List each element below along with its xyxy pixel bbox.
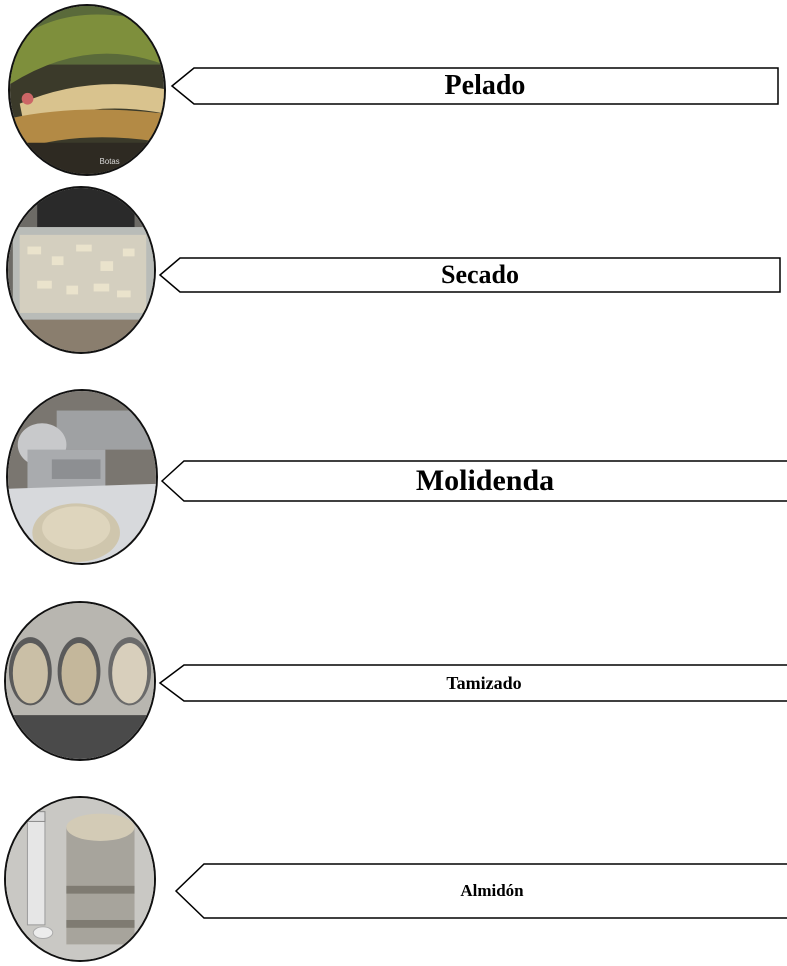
sieves-photo [4, 601, 156, 761]
step-label-arrow: Almidón [176, 864, 787, 918]
process-step-tamizado: Tamizado [0, 595, 787, 775]
process-step-molidenda: Molidenda [0, 385, 787, 575]
process-step-pelado: Botas Pelado [0, 0, 787, 180]
step-label: Pelado [172, 68, 778, 104]
peeled-plantain-photo: Botas [8, 4, 166, 176]
starch-container-photo [4, 796, 156, 962]
step-label-arrow: Tamizado [160, 665, 787, 701]
process-step-almidon: Almidón [0, 790, 787, 966]
step-label: Almidón [176, 864, 787, 918]
grinding-mill-photo [6, 389, 158, 565]
process-step-secado: Secado [0, 180, 787, 360]
photo-watermark: Botas [100, 157, 120, 166]
drying-tray-photo [6, 186, 156, 354]
step-label: Tamizado [160, 665, 787, 701]
step-label-arrow: Secado [160, 258, 780, 292]
step-label: Molidenda [162, 461, 787, 501]
step-label-arrow: Molidenda [162, 461, 787, 501]
step-label: Secado [160, 258, 780, 292]
step-label-arrow: Pelado [172, 68, 778, 104]
